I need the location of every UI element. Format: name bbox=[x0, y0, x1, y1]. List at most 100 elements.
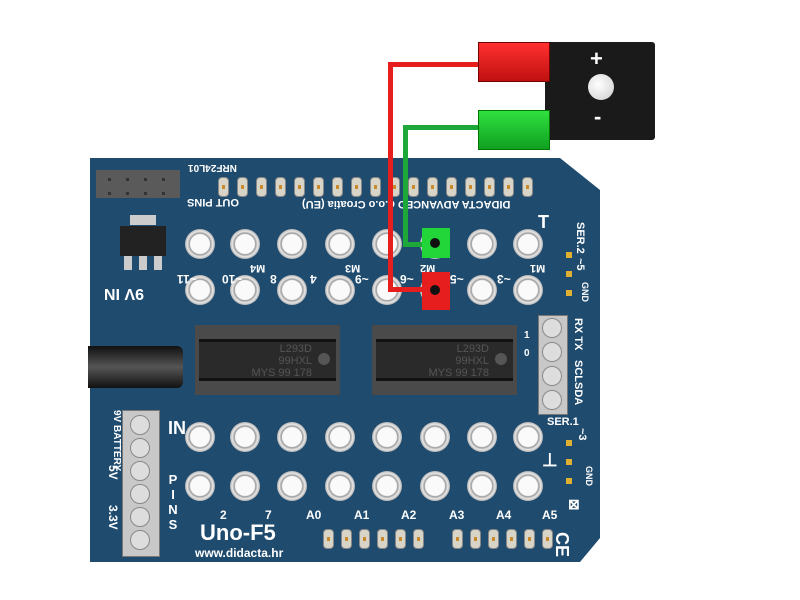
terminal-screw[interactable] bbox=[542, 342, 562, 362]
terminal-screw[interactable] bbox=[130, 507, 150, 527]
pin-socket[interactable] bbox=[467, 422, 497, 452]
pin-socket[interactable] bbox=[467, 275, 497, 305]
red-wire-vertical bbox=[388, 62, 393, 292]
pin-socket[interactable] bbox=[185, 471, 215, 501]
pin-socket[interactable] bbox=[230, 229, 260, 259]
pin-socket[interactable] bbox=[372, 471, 402, 501]
ground-symbol-top: T bbox=[538, 212, 549, 232]
red-connector[interactable] bbox=[478, 42, 550, 82]
terminal-screw[interactable] bbox=[130, 484, 150, 504]
top-pin-label: ~10 bbox=[222, 272, 243, 286]
pin-socket[interactable] bbox=[325, 275, 355, 305]
top-pin-label: ~9 bbox=[355, 272, 369, 286]
header-pad bbox=[446, 177, 457, 197]
chip-2-line-1: L293D bbox=[456, 343, 489, 355]
pins-label: PINS bbox=[168, 472, 178, 532]
terminal-screw[interactable] bbox=[130, 530, 150, 550]
weee-icon: ⊠ bbox=[568, 496, 580, 512]
header-pad bbox=[484, 177, 495, 197]
nrf-pin bbox=[144, 178, 147, 181]
pin-socket[interactable] bbox=[185, 229, 215, 259]
pin-socket[interactable] bbox=[467, 229, 497, 259]
regulator-legs bbox=[124, 256, 162, 270]
chip-1-line-2: 99HXL bbox=[278, 355, 312, 367]
terminal-screw[interactable] bbox=[542, 366, 562, 386]
pin-socket[interactable] bbox=[325, 471, 355, 501]
red-pin-plug[interactable] bbox=[422, 272, 450, 310]
green-connector[interactable] bbox=[478, 110, 550, 150]
pin-socket[interactable] bbox=[185, 422, 215, 452]
green-wire-top bbox=[403, 125, 480, 130]
nrf-pin bbox=[144, 192, 147, 195]
header-pad bbox=[370, 177, 381, 197]
nrf-pin bbox=[162, 192, 165, 195]
pin-socket[interactable] bbox=[513, 275, 543, 305]
uart-1-label: 1 bbox=[524, 330, 530, 341]
ser2-header-pin bbox=[566, 252, 572, 258]
board-url: www.didacta.hr bbox=[195, 546, 284, 560]
pin-socket[interactable] bbox=[277, 422, 307, 452]
pin-socket[interactable] bbox=[277, 275, 307, 305]
pin-socket[interactable] bbox=[513, 471, 543, 501]
pin-socket[interactable] bbox=[277, 229, 307, 259]
rx-tx-label: RX TX bbox=[572, 318, 584, 351]
pin-socket[interactable] bbox=[325, 422, 355, 452]
regulator-tab bbox=[130, 215, 156, 225]
module-minus-label: - bbox=[594, 104, 602, 129]
pin-socket[interactable] bbox=[230, 275, 260, 305]
pin-socket[interactable] bbox=[467, 471, 497, 501]
bottom-pin-label: 2 bbox=[220, 508, 227, 522]
header-pad bbox=[237, 177, 248, 197]
terminal-screw[interactable] bbox=[130, 438, 150, 458]
pin-socket[interactable] bbox=[230, 422, 260, 452]
header-pad bbox=[332, 177, 343, 197]
pin-socket[interactable] bbox=[325, 229, 355, 259]
header-pad bbox=[522, 177, 533, 197]
pin-socket[interactable] bbox=[185, 275, 215, 305]
ser2-pin-label: ~5 bbox=[574, 258, 586, 271]
bottom-pin-label: A3 bbox=[449, 508, 465, 522]
ser1-gnd-label: GND bbox=[584, 466, 594, 486]
header-pad bbox=[351, 177, 362, 197]
header-pad bbox=[524, 529, 535, 549]
pin-socket[interactable] bbox=[420, 422, 450, 452]
pin-socket[interactable] bbox=[420, 471, 450, 501]
bottom-pin-label: A4 bbox=[496, 508, 512, 522]
out-pins-label: OUT PINS bbox=[187, 196, 239, 208]
header-pad bbox=[427, 177, 438, 197]
ser1-header-pin bbox=[566, 440, 572, 446]
terminal-screw[interactable] bbox=[130, 461, 150, 481]
nrf-pin bbox=[108, 192, 111, 195]
nrf-pin bbox=[126, 192, 129, 195]
red-wire-bottom bbox=[388, 287, 428, 292]
top-pin-label: ~11 bbox=[177, 272, 197, 286]
header-pad bbox=[470, 529, 481, 549]
pin-socket[interactable] bbox=[372, 422, 402, 452]
pin-socket[interactable] bbox=[513, 229, 543, 259]
pin-socket[interactable] bbox=[513, 422, 543, 452]
terminal-screw[interactable] bbox=[542, 390, 562, 410]
header-pad bbox=[506, 529, 517, 549]
header-pad bbox=[377, 529, 388, 549]
pin-socket[interactable] bbox=[277, 471, 307, 501]
header-pad bbox=[488, 529, 499, 549]
pin-socket[interactable] bbox=[372, 229, 402, 259]
green-wire-vertical bbox=[403, 125, 408, 247]
nrf-pin bbox=[108, 178, 111, 181]
header-pad bbox=[275, 177, 286, 197]
bottom-pin-label: 7 bbox=[265, 508, 272, 522]
motor-label: M4 bbox=[250, 262, 266, 274]
terminal-screw[interactable] bbox=[542, 318, 562, 338]
header-pad bbox=[465, 177, 476, 197]
module-plus-label: + bbox=[590, 46, 603, 71]
pin-socket[interactable] bbox=[230, 471, 260, 501]
chip-2-line-3: MYS 99 178 bbox=[428, 367, 489, 379]
top-pin-label: 4 bbox=[310, 272, 317, 286]
motor-label: M1 bbox=[530, 262, 546, 274]
pushbutton[interactable] bbox=[588, 74, 614, 100]
5v-label: 5V bbox=[106, 465, 120, 480]
header-pad bbox=[313, 177, 324, 197]
terminal-screw[interactable] bbox=[130, 415, 150, 435]
green-pin-plug[interactable] bbox=[422, 228, 450, 258]
